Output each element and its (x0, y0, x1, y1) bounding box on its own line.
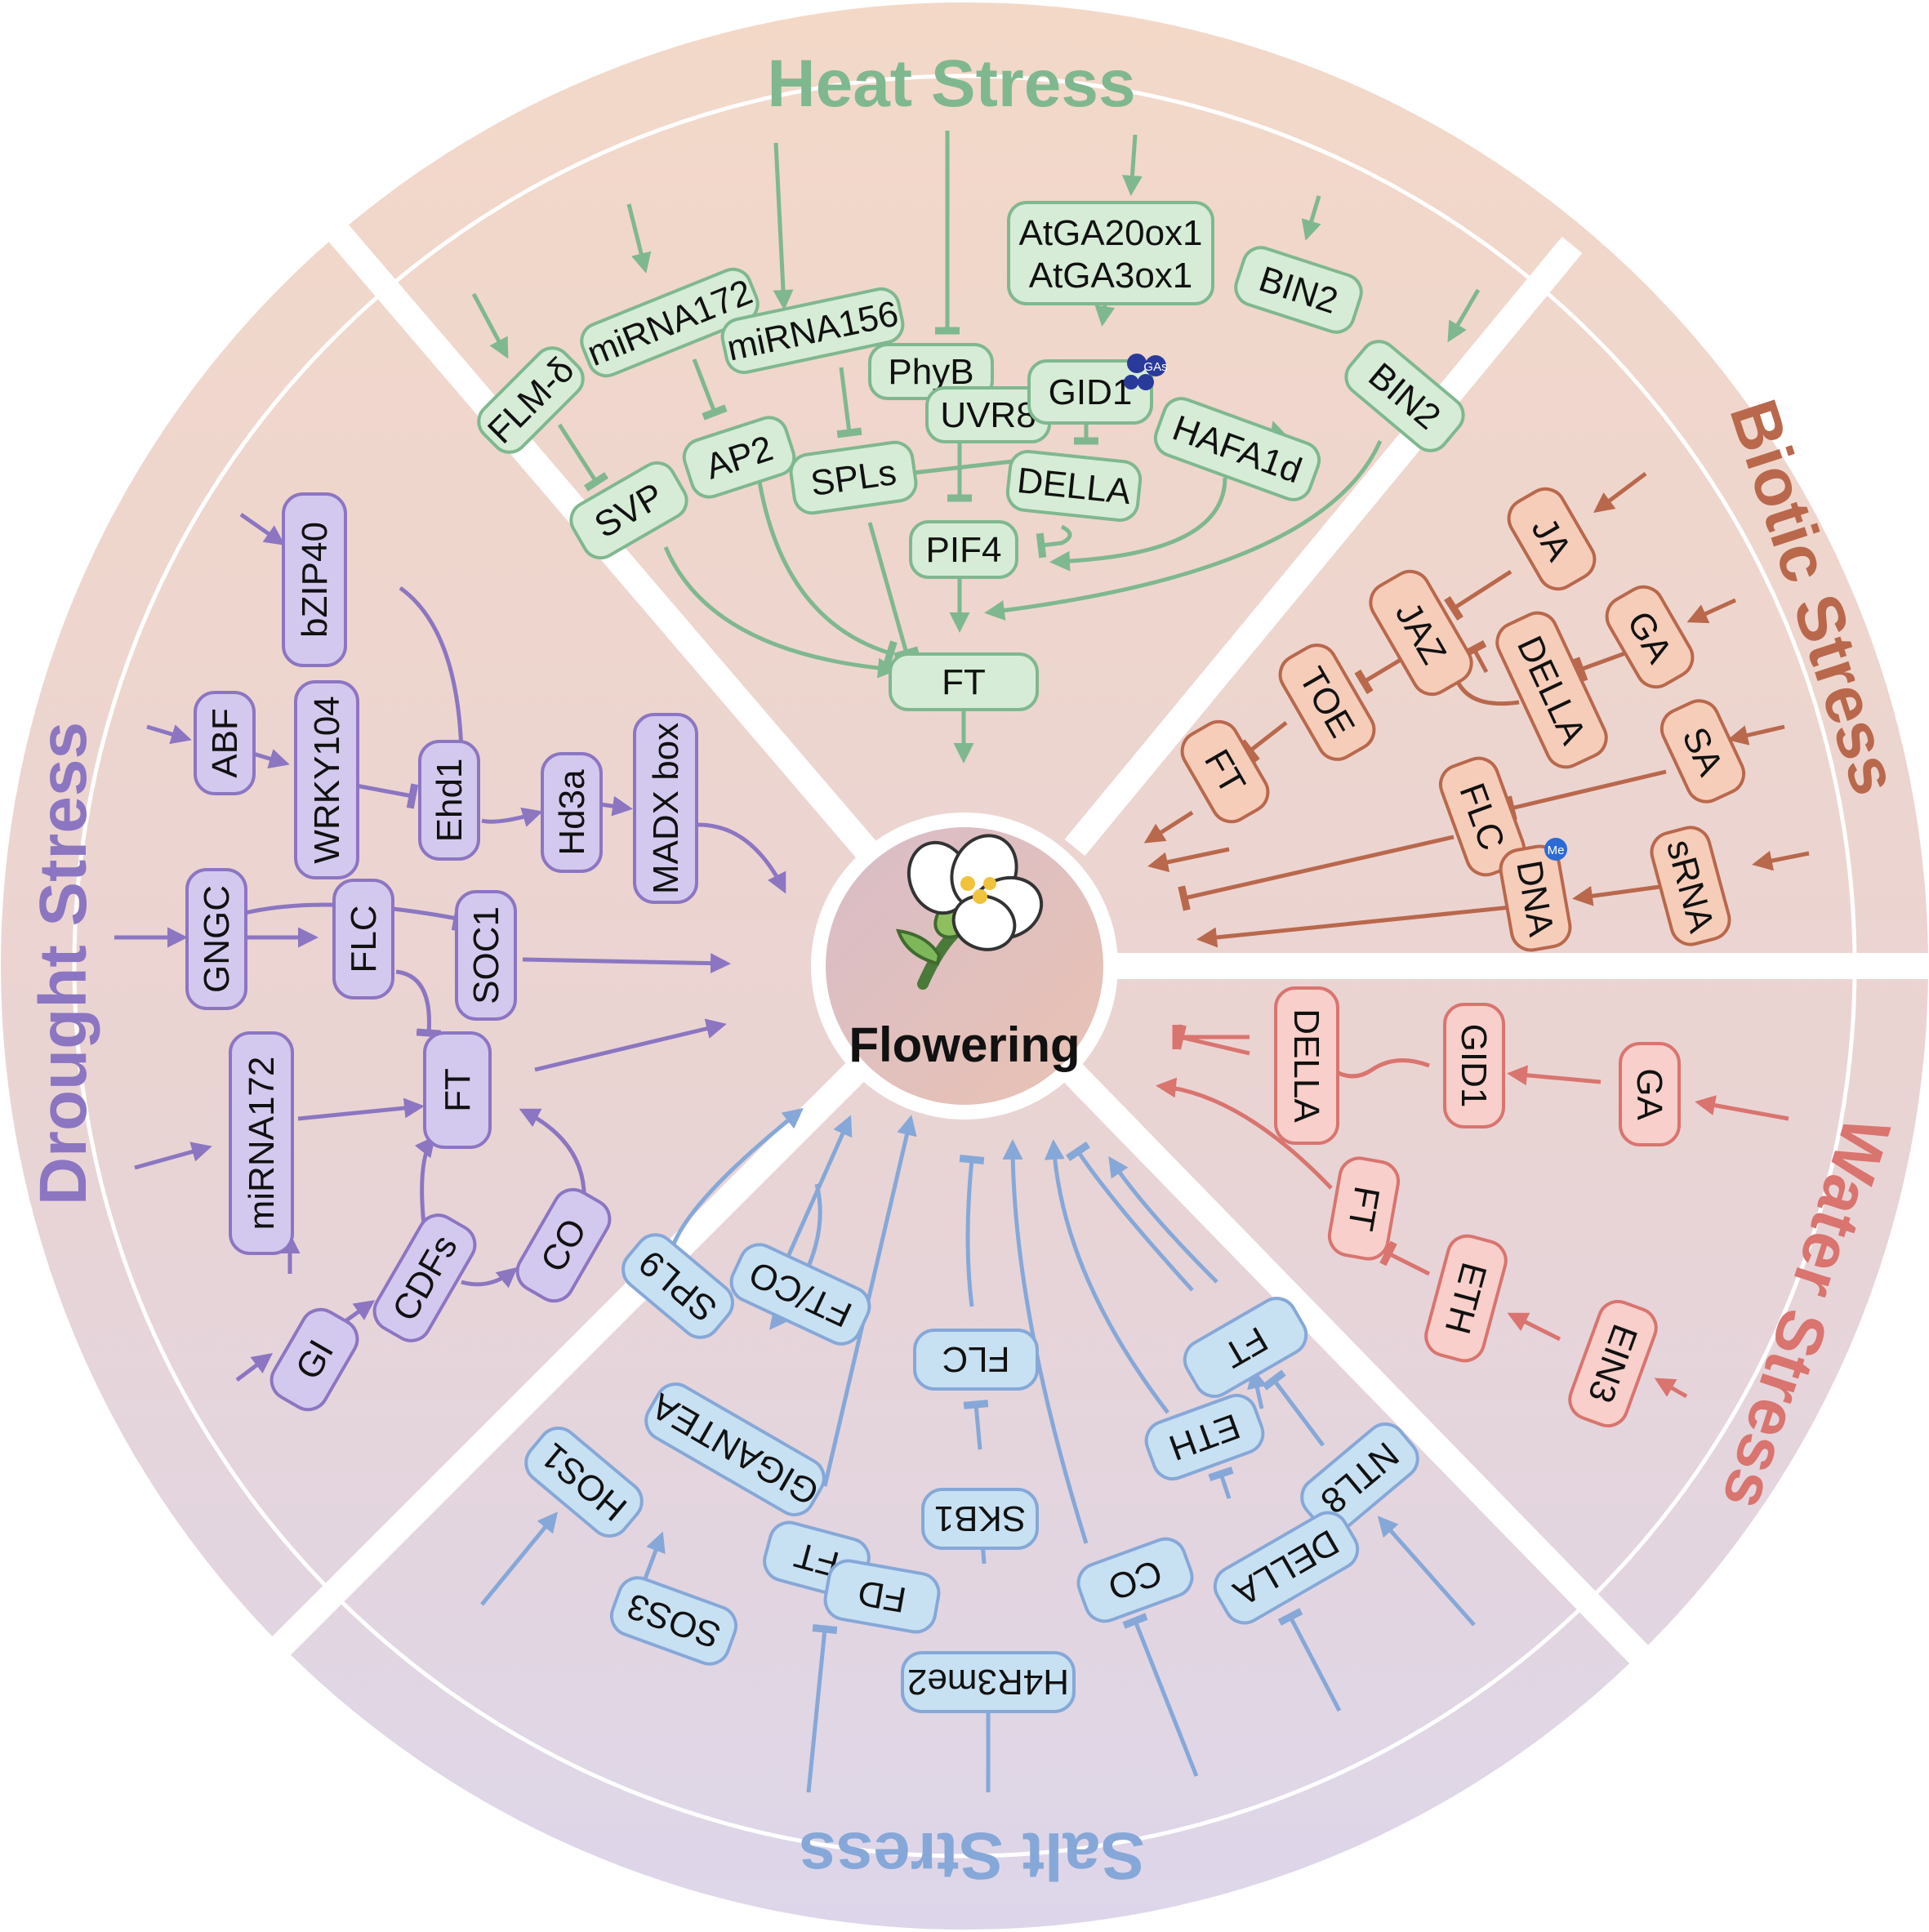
node-label: GID1 (1049, 372, 1133, 412)
drought-title: Drought Stress (26, 722, 100, 1205)
node-salt-eth: ETH (1144, 1393, 1265, 1481)
node-heat-gid1: GID1 (1027, 359, 1153, 425)
node-salt-skb1: SKB1 (921, 1488, 1039, 1550)
node-label: H4R3me2 (907, 1662, 1069, 1702)
node-heat-pif4: PIF4 (909, 520, 1018, 579)
node-label: GA (1629, 1068, 1669, 1120)
node-label: SKB1 (934, 1498, 1027, 1538)
biotic-nodes: JA JAZ GA DELLA TOE FT SA FLC (1180, 487, 1746, 952)
node-heat-phyb: PhyB (868, 343, 994, 400)
node-biotic-sa: SA (1659, 699, 1746, 804)
node-label: FT (438, 1068, 478, 1112)
gas-label: GAs (1143, 360, 1167, 374)
gas-icon: GAs (1124, 354, 1168, 390)
node-drought-madx: MADX box (633, 713, 698, 904)
node-label: miRNA172 (242, 1057, 282, 1231)
node-water-eth: ETH (1424, 1234, 1508, 1363)
node-label: PIF4 (926, 530, 1002, 570)
node-label: AtGA20ox1 (1018, 213, 1202, 253)
node-drought-soc1: SOC1 (455, 890, 517, 1021)
node-drought-wrky104: WRKY104 (294, 680, 359, 879)
node-water-ein3: EIN3 (1568, 1299, 1658, 1428)
node-label: Ehd1 (430, 759, 470, 843)
node-heat-spls: SPLs (789, 440, 918, 515)
node-water-ga: GA (1619, 1042, 1681, 1146)
node-label: Hd3a (552, 769, 592, 856)
water-edges (1156, 1024, 1789, 1399)
me-icon: Me (1544, 838, 1567, 861)
node-drought-ehd1: Ehd1 (418, 740, 480, 861)
node-drought-hd3a: Hd3a (541, 752, 603, 873)
node-water-ft: FT (1327, 1156, 1401, 1261)
drought-nodes: bZIP40 ABF WRKY104 Ehd1 Hd3a MADX box GN… (185, 492, 698, 1412)
node-heat-ft: FT (889, 652, 1039, 711)
node-label: ABF (205, 708, 245, 778)
convergence-edges (1147, 847, 1250, 1049)
node-drought-mirna172: miRNA172 (229, 1031, 294, 1255)
node-drought-ft: FT (423, 1031, 492, 1149)
node-drought-co: CO (515, 1187, 612, 1303)
node-drought-gngc: GNGC (185, 868, 247, 1010)
biotic-edges (1143, 472, 1810, 948)
node-salt-ft-a: FT (1183, 1297, 1308, 1398)
node-label: FLC (344, 905, 384, 973)
me-label: Me (1548, 844, 1565, 857)
node-label: UVR8 (940, 395, 1036, 435)
node-salt-fd: FD (823, 1559, 941, 1634)
center-label: Flowering (849, 1017, 1080, 1072)
node-water-gid1: GID1 (1443, 1003, 1505, 1128)
node-drought-abf: ABF (194, 691, 256, 795)
salt-title: Salt Stress (799, 1818, 1145, 1893)
node-heat-della: DELLA (1005, 450, 1143, 522)
node-drought-bzip40: bZIP40 (282, 492, 347, 667)
node-label: MADX box (646, 723, 686, 894)
node-label: FT (942, 662, 986, 702)
node-salt-h4r3me2: H4R3me2 (901, 1651, 1076, 1713)
node-label: AtGA3ox1 (1029, 256, 1193, 296)
node-drought-flc: FLC (332, 879, 394, 999)
node-biotic-dna: DNA (1499, 844, 1572, 952)
node-heat-atga: AtGA20ox1 AtGA3ox1 (1007, 201, 1214, 305)
node-salt-co: CO (1076, 1537, 1194, 1623)
node-biotic-jaz: JAZ (1369, 569, 1473, 697)
node-label: FT (1340, 1183, 1388, 1233)
node-salt-flc: FLC (913, 1329, 1039, 1391)
node-biotic-ga: GA (1605, 585, 1695, 689)
node-label: GID1 (1454, 1024, 1494, 1108)
water-nodes: DELLA GID1 GA FT ETH EIN3 (1274, 986, 1681, 1428)
sector-dividers (260, 162, 1929, 1684)
node-biotic-ja: JA (1507, 487, 1597, 591)
node-heat-ap2: AP2 (682, 416, 796, 499)
heat-title: Heat Stress (767, 47, 1135, 121)
node-label: PhyB (888, 352, 973, 392)
node-biotic-ft: FT (1180, 719, 1270, 824)
heat-edges (471, 131, 1481, 763)
node-label: WRKY104 (307, 696, 347, 863)
node-label: DELLA (1286, 1008, 1326, 1123)
node-label: GNGC (197, 885, 237, 993)
node-salt-ntl8: NTL8 (1300, 1422, 1419, 1534)
node-water-della: DELLA (1274, 986, 1339, 1145)
node-label: FLC (942, 1339, 1009, 1379)
node-heat-bin2-a: BIN2 (1234, 246, 1363, 334)
node-label: bZIP40 (295, 522, 335, 638)
node-drought-gi: GI (270, 1307, 359, 1412)
node-biotic-srna: sRNA (1650, 826, 1731, 946)
node-label: SOC1 (466, 906, 506, 1004)
flower-icon (896, 834, 1044, 990)
drought-edges (114, 512, 786, 1382)
node-label: FD (855, 1572, 909, 1619)
